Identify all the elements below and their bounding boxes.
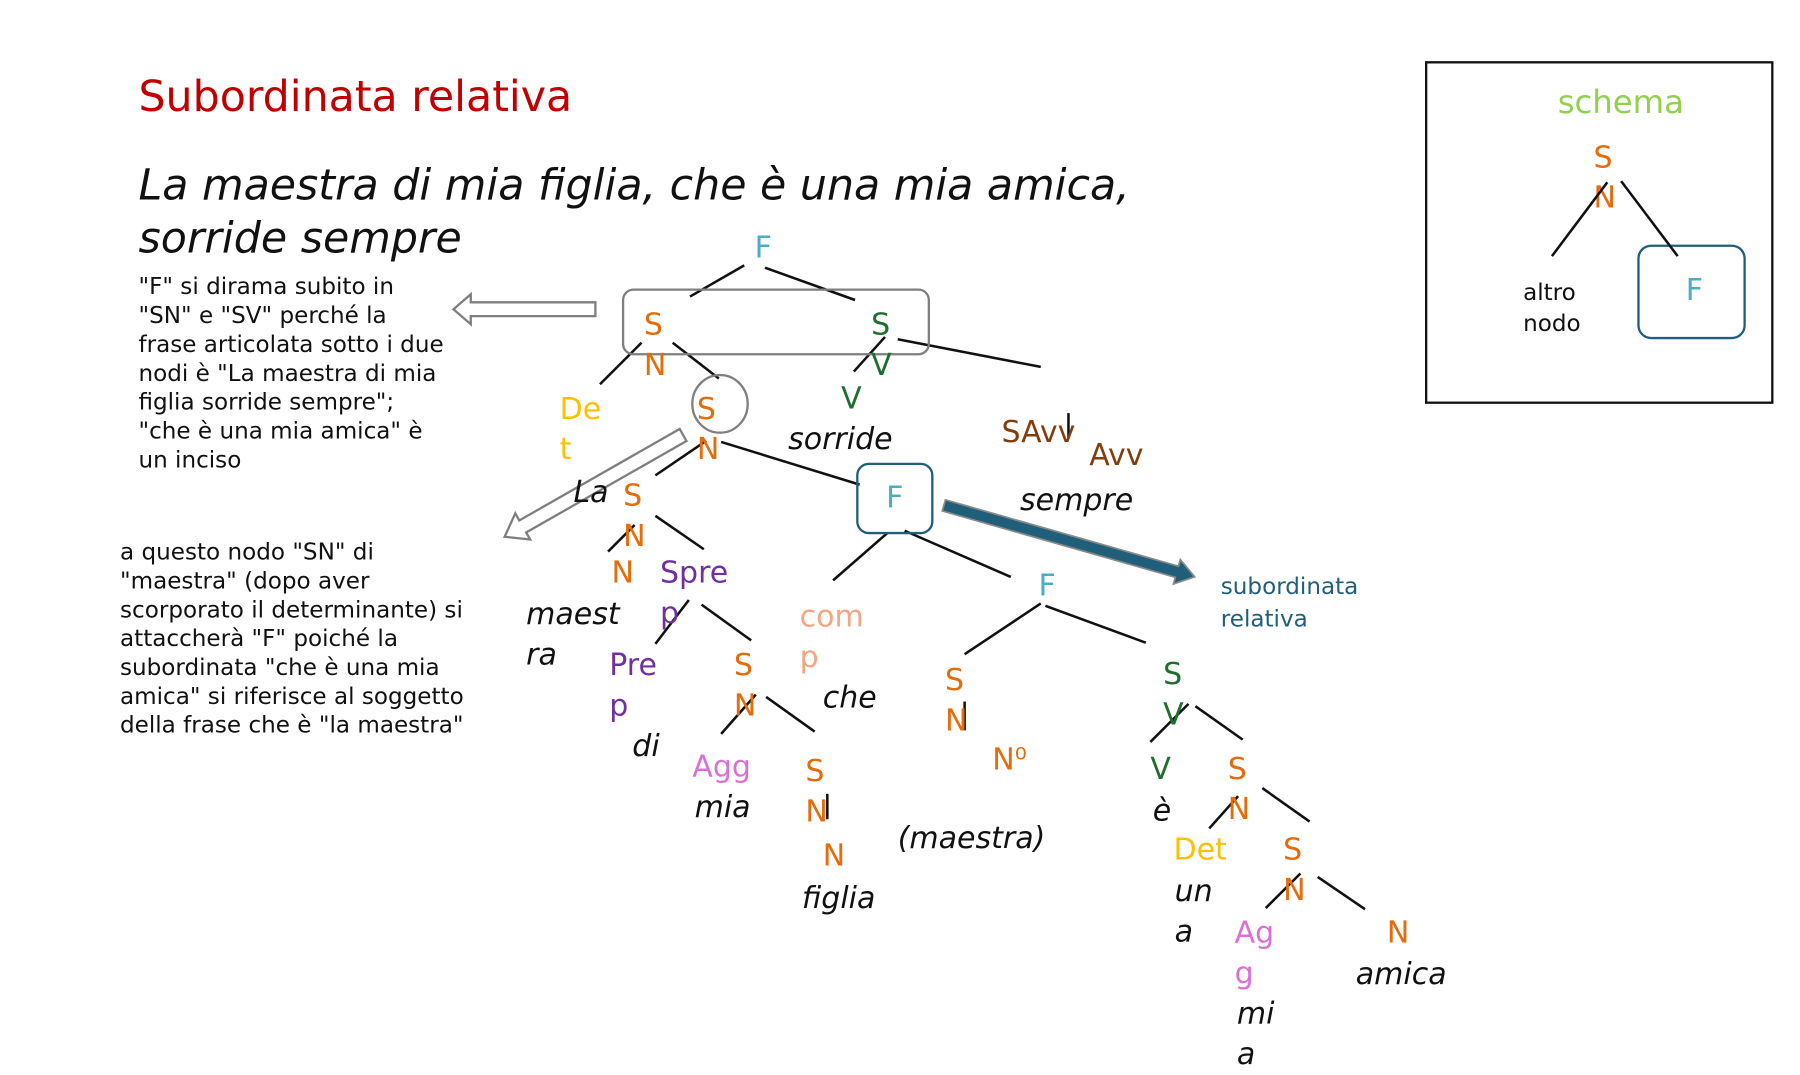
leaf-di: di bbox=[632, 729, 660, 764]
f-highlight-box bbox=[856, 462, 934, 535]
leaf-maestra-paren: (maestra) bbox=[897, 821, 1046, 857]
sn-sv-highlight-box bbox=[621, 288, 931, 356]
node-sn-figlia-2: SN bbox=[805, 754, 828, 830]
node-sprep: Sprep bbox=[660, 556, 729, 632]
node-sv-main: SV bbox=[871, 308, 892, 384]
leaf-sorride: sorride bbox=[788, 422, 893, 457]
leaf-una: una bbox=[1174, 874, 1213, 950]
schema-title: schema bbox=[1557, 83, 1684, 122]
example-sentence: La maestra di mia figlia, che è una mia … bbox=[138, 160, 1130, 264]
arrow-label: subordinata relativa bbox=[1220, 572, 1359, 633]
blue-arrow-icon bbox=[941, 498, 1197, 586]
note-top: "F" si dirama subito in "SN" e "SV" perc… bbox=[138, 272, 444, 474]
node-f-sub: F bbox=[1038, 568, 1056, 604]
node-sn-sub: SN bbox=[945, 663, 968, 739]
schema-sn-node: SN bbox=[1593, 140, 1616, 216]
node-det-1: Det bbox=[559, 392, 602, 468]
node-prep: Prep bbox=[609, 648, 657, 724]
node-n-figlia: N bbox=[822, 838, 846, 874]
node-f-boxed: F bbox=[886, 481, 904, 516]
schema-box bbox=[1425, 61, 1774, 404]
leaf-figlia: figlia bbox=[801, 881, 876, 917]
node-det-2: Det bbox=[1173, 833, 1227, 868]
node-v-2: V bbox=[1150, 752, 1171, 787]
node-v-1: V bbox=[841, 381, 862, 417]
node-agg-1: Agg bbox=[692, 750, 751, 785]
node-comp: comp bbox=[799, 600, 864, 676]
node-sn-maestra: SN bbox=[623, 478, 646, 554]
sn-highlight-circle bbox=[691, 373, 749, 434]
tree-lines bbox=[451, 180, 1679, 911]
node-n-amica: N bbox=[1386, 916, 1410, 951]
leaf-la: La bbox=[573, 475, 609, 511]
hollow-arrow-left-icon bbox=[451, 291, 597, 327]
node-sv-sub: SV bbox=[1163, 657, 1184, 733]
leaf-amica: amica bbox=[1355, 957, 1447, 993]
leaf-mia-1: mia bbox=[694, 790, 751, 826]
node-sn-amica: SN bbox=[1227, 752, 1251, 828]
leaf-sempre: sempre bbox=[1020, 483, 1134, 519]
schema-f-box bbox=[1637, 244, 1746, 340]
slide-title: Subordinata relativa bbox=[138, 71, 573, 122]
node-savv: SAvv bbox=[1001, 415, 1076, 451]
note-bottom: a questo nodo "SN" di "maestra" (dopo av… bbox=[120, 537, 464, 739]
node-agg-2: Agg bbox=[1234, 916, 1275, 992]
hollow-arrow-diagonal-icon bbox=[502, 427, 689, 541]
leaf-che: che bbox=[822, 680, 877, 716]
schema-other-node: altro nodo bbox=[1523, 278, 1581, 337]
node-avv: Avv bbox=[1089, 438, 1144, 474]
schema-f-node: F bbox=[1685, 273, 1704, 309]
node-n-maestra: N bbox=[611, 556, 634, 591]
node-n-zero: N⁰ bbox=[992, 743, 1027, 778]
leaf-maestra: maestra bbox=[526, 597, 620, 673]
node-sn-figlia: SN bbox=[733, 648, 757, 724]
leaf-e-verb: è bbox=[1152, 793, 1172, 829]
node-sn-main: SN bbox=[643, 308, 667, 384]
node-sn-circled: SN bbox=[696, 392, 720, 468]
slide: Subordinata relativa La maestra di mia f… bbox=[120, 61, 1774, 1072]
node-f-root: F bbox=[754, 230, 772, 266]
node-sn-amica-2: SN bbox=[1283, 833, 1306, 909]
leaf-mia-2: mia bbox=[1236, 996, 1275, 1072]
